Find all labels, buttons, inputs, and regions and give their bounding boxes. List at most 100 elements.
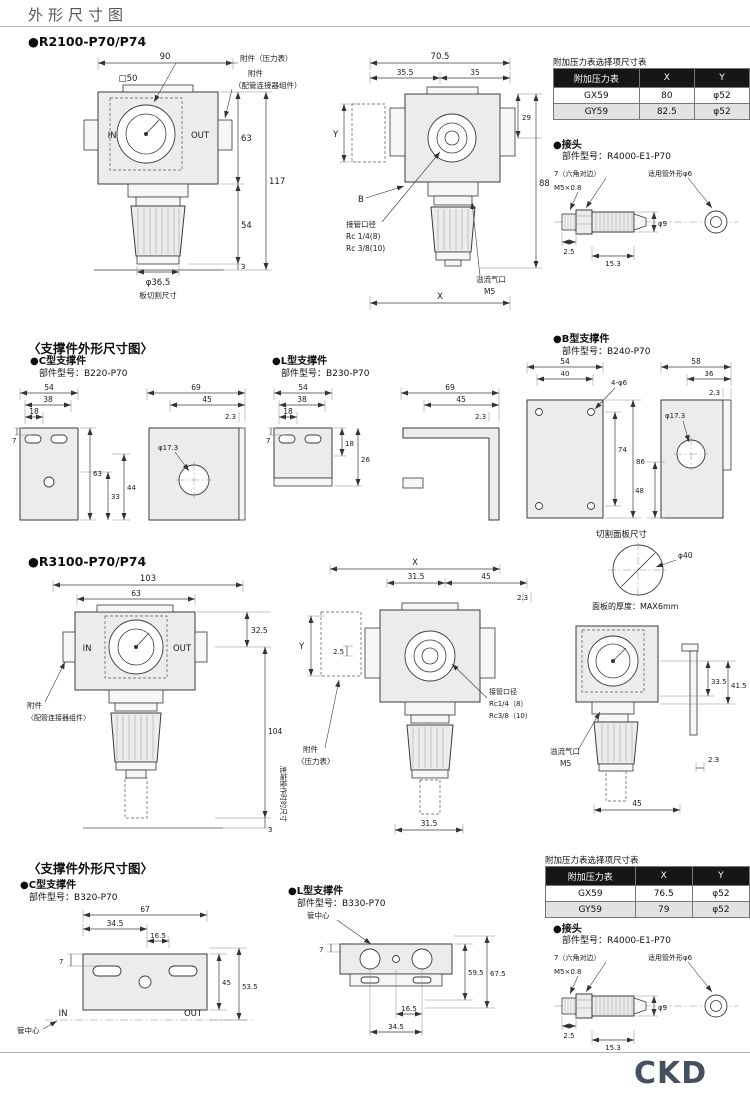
- c-bracket-model: 部件型号：B320-P70: [29, 893, 118, 903]
- col-header-gauge: 附加压力表: [553, 68, 640, 88]
- dim-label: 45: [456, 395, 466, 404]
- col-header-y: Y: [694, 68, 750, 88]
- table-row: GX59 76.5 φ52: [545, 885, 750, 902]
- dim-label: 54: [560, 357, 570, 366]
- dim-label: 2.3: [517, 594, 528, 602]
- relief-port-label: 溢流气口: [476, 274, 506, 284]
- col-header-gauge: 附加压力表: [545, 866, 636, 886]
- gauge-table-caption: 附加压力表选择项尺寸表: [545, 856, 639, 866]
- dim-label: 4-φ6: [611, 379, 628, 387]
- section-heading-r2100: ●R2100-P70/P74: [28, 34, 147, 49]
- panel-cut-label: 板切割尺寸: [139, 290, 177, 300]
- dim-label: 67: [140, 905, 150, 914]
- l-bracket-b230-drawing: 54 38 18 7 18 26 69 45 2.3: [266, 383, 500, 521]
- port-out-label: OUT: [191, 131, 210, 141]
- dim-label: 3: [268, 826, 272, 834]
- cell: 76.5: [634, 885, 693, 902]
- r3100-front-dimension-lines: [44, 580, 271, 829]
- dim-label: 63: [241, 134, 252, 144]
- c-bracket-heading: ●C型支撑件: [30, 356, 87, 367]
- cell: 79: [634, 901, 693, 918]
- panel-thickness-note: 面板的厚度：MAX6mm: [592, 602, 679, 611]
- dim-label: 7: [266, 437, 270, 445]
- relief-port-size: M5: [560, 759, 571, 768]
- b-bracket-heading: ●B型支撑件: [553, 334, 610, 345]
- dim-label: 63: [93, 470, 102, 478]
- port-in-label: IN: [108, 131, 117, 141]
- dim-label: 54: [44, 383, 54, 392]
- dim-label: 32.5: [251, 626, 268, 635]
- cell: GX59: [553, 87, 640, 104]
- fitting-dimension-lines: [561, 177, 713, 260]
- b-bracket-b240-drawing: 54 40 4-φ6 74 86 58 36 2.3 φ17.3 48: [526, 357, 732, 519]
- dim-label: φ17.3: [665, 412, 685, 420]
- dim-label: 45: [222, 979, 231, 987]
- b320-plate: [45, 953, 255, 1021]
- dim-label: 34.5: [107, 919, 124, 928]
- dim-label: 58: [691, 357, 701, 366]
- dim-label: 33: [111, 493, 120, 501]
- dim-label: 117: [269, 177, 285, 187]
- fitting-drawing-r2100: 7（六角对边） M5×0.8 适用管外形φ6 φ9 2.5 15.3: [554, 169, 738, 268]
- accessory-fitting-label: 附件: [27, 700, 42, 710]
- b330-plate: [339, 943, 453, 987]
- dim-label: 31.5: [408, 572, 425, 581]
- gauge-option-table-r3100: 附加压力表 X Y GX59 76.5 φ52 GY59 79 φ52: [545, 866, 750, 918]
- tube-dim-label: 适用管外形φ6: [648, 953, 693, 962]
- dim-label: 45: [202, 395, 212, 404]
- dim-label: Y: [332, 130, 339, 140]
- r3100-side-dimension-lines: [307, 564, 532, 834]
- dim-label: 29: [522, 114, 531, 122]
- port-size-value: Rc 3/8(10): [346, 244, 385, 253]
- accessory-fitting-label2: （配管连接器组件）: [234, 80, 302, 90]
- dim-label: 18: [345, 440, 354, 448]
- r3100-right-body: [575, 625, 699, 802]
- bottom-operation-note: 底端操作时的尺寸: [279, 766, 288, 822]
- fitting-model: 部件型号：R4000-E1-P70: [562, 936, 671, 946]
- dim-label: 45: [481, 572, 491, 581]
- cell: 82.5: [638, 103, 696, 120]
- r2100-side-dimension-lines: [340, 58, 542, 310]
- b-bracket-model: 部件型号：B240-P70: [562, 347, 651, 357]
- r2100-front-view-drawing: 90 □50 IN OUT 63 54 3 117 φ36.5 板切割尺寸 附件…: [83, 52, 302, 300]
- dim-label: 41.5: [731, 682, 747, 690]
- dim-label: 35: [470, 68, 480, 77]
- dim-label: 7: [59, 958, 63, 966]
- pipe-center-label: 管中心: [17, 1025, 40, 1035]
- panel-cut-drawing: φ40: [608, 542, 693, 598]
- dim-label: 31.5: [421, 819, 438, 828]
- bracket-section-heading: 〈支撑件外形尺寸图〉: [28, 861, 154, 876]
- port-in-label: IN: [59, 1009, 68, 1019]
- relief-port-label: 溢流气口: [550, 746, 580, 756]
- dim-label: 16.5: [150, 932, 166, 940]
- r3100-front-view-drawing: 103 63 IN OUT 32.5 104 3 附件 〈配管连接器组件〉 底端…: [27, 574, 288, 834]
- gauge-table-caption: 附加压力表选择项尺寸表: [553, 58, 647, 68]
- port-in-label: IN: [83, 644, 92, 654]
- accessory-gauge-label: 附件（压力表）: [240, 53, 293, 63]
- dim-label: 7: [12, 437, 16, 445]
- table-row: GX59 80 φ52: [553, 87, 750, 104]
- dim-label: Y: [298, 642, 305, 652]
- b240-dimension-lines: [526, 362, 732, 519]
- dim-label: 2.3: [225, 413, 236, 421]
- dim-label: 26: [361, 456, 370, 464]
- dim-label: 18: [283, 407, 293, 416]
- dim-label: 2.5: [563, 248, 574, 256]
- r2100-side-view-drawing: 70.5 35.5 35 Y B 29 88 X 接管口径 Rc 1/4(8) …: [332, 52, 550, 310]
- dim-label: 74: [618, 446, 627, 454]
- dim-label: φ40: [678, 551, 693, 560]
- fitting-dimension-lines: [561, 961, 713, 1044]
- dim-label: 54: [298, 383, 308, 392]
- gauge-option-table-r2100: 附加压力表 X Y GX59 80 φ52 GY59 82.5 φ52: [553, 68, 750, 120]
- b220-side-view: [148, 427, 246, 521]
- dim-label: 35.5: [397, 68, 414, 77]
- dim-label: 15.3: [605, 260, 621, 268]
- port-size-label: 接管口径: [346, 219, 376, 229]
- thread-dim-label: M5×0.8: [554, 968, 582, 976]
- port-size-value: Rc1/4（8）: [489, 700, 527, 708]
- dim-label: 59.5: [468, 969, 484, 977]
- dim-label: 2.5: [563, 1032, 574, 1040]
- dim-label: 90: [160, 52, 171, 62]
- fitting-body: [554, 209, 738, 235]
